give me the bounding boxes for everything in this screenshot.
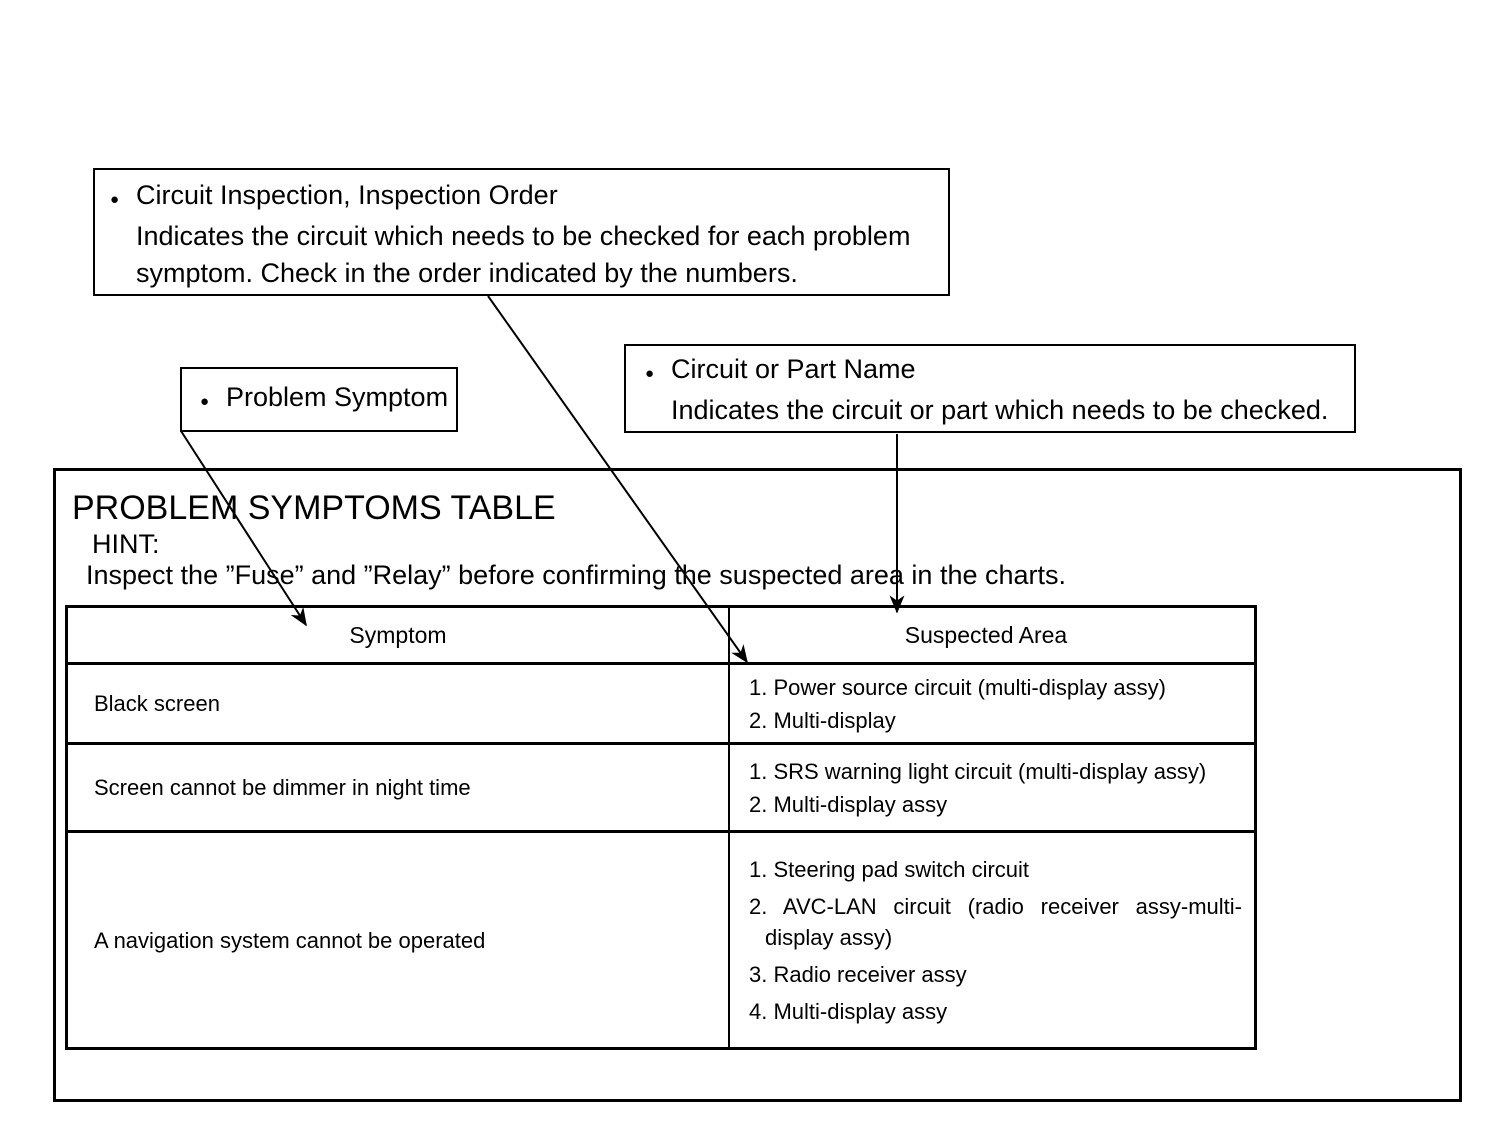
table-row: Screen cannot be dimmer in night time 1.… [68,745,1254,833]
bullet-icon: ● [645,365,655,382]
callout-circuit-inspection-title: Circuit Inspection, Inspection Order [136,180,558,210]
callout-circuit-inspection-body2: symptom. Check in the order indicated by… [136,258,798,288]
table-row: Black screen 1. Power source circuit (mu… [68,665,1254,745]
callout-title-row: ● Problem Symptom [200,379,448,420]
hint-label: HINT: [92,529,160,559]
page-title: PROBLEM SYMPTOMS TABLE [72,489,556,527]
symptom-cell: Screen cannot be dimmer in night time [68,745,730,830]
suspected-item: 2. AVC-LAN circuit (radio receiver assy-… [749,893,1242,950]
table-row: A navigation system cannot be operated 1… [68,833,1254,1047]
callout-circuit-or-part-name: ● Circuit or Part Name Indicates the cir… [624,344,1356,433]
suspected-area-cell: 1. Steering pad switch circuit 2. AVC-LA… [730,833,1254,1047]
suspected-item: 2. Multi-display assy [749,791,948,817]
callout-problem-symptom: ● Problem Symptom [180,367,458,432]
callout-circuit-inspection-body1: Indicates the circuit which needs to be … [136,221,911,251]
suspected-item: 1. Power source circuit (multi-display a… [749,674,1166,700]
callout-title-row: ● Circuit Inspection, Inspection Order [110,177,948,218]
header-symptom: Symptom [68,608,730,662]
callout-circuit-or-part-name-title: Circuit or Part Name [671,354,916,384]
callout-circuit-or-part-name-body1: Indicates the circuit or part which need… [671,395,1329,425]
suspected-area-cell: 1. Power source circuit (multi-display a… [730,665,1254,742]
problem-symptoms-table: Symptom Suspected Area Black screen 1. P… [65,605,1257,1050]
suspected-item: 3. Radio receiver assy [749,961,967,987]
header-suspected-area: Suspected Area [904,621,1068,648]
table-header-row: Symptom Suspected Area [68,608,1254,665]
suspected-item: 2. Multi-display [749,707,896,733]
callout-title-row: ● Circuit or Part Name [645,351,1354,392]
suspected-item: 1. Steering pad switch circuit [749,856,1030,882]
hint-text: Inspect the ”Fuse” and ”Relay” before co… [86,560,1067,590]
bullet-icon: ● [110,191,120,208]
bullet-icon: ● [200,393,210,410]
symptom-cell: A navigation system cannot be operated [68,833,730,1047]
suspected-item: 4. Multi-display assy [749,998,948,1024]
suspected-area-cell: 1. SRS warning light circuit (multi-disp… [730,745,1254,830]
suspected-item: 1. SRS warning light circuit (multi-disp… [749,758,1207,784]
callout-circuit-inspection: ● Circuit Inspection, Inspection Order I… [93,168,950,296]
symptom-cell: Black screen [68,665,730,742]
callout-problem-symptom-title: Problem Symptom [226,382,449,412]
